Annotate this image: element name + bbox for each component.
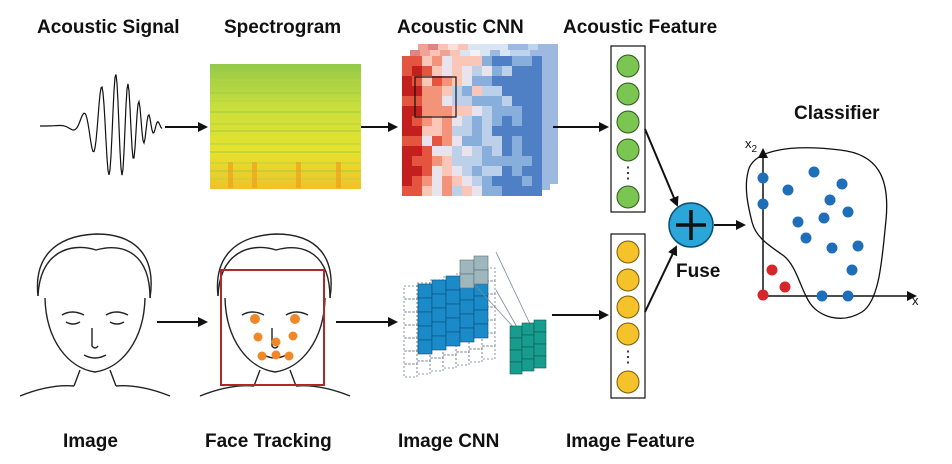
image-node [616,295,640,319]
image-ellipsis: ⋮ [620,349,636,366]
acoustic-node [616,110,640,134]
face-tracking-box [220,269,325,386]
flow-arrows [157,122,746,327]
y-axis-label: x2 [745,136,758,155]
spectrogram-image [210,64,361,189]
class-a-point [782,184,794,196]
class-a-point [842,206,854,218]
spectrogram-label: Spectrogram [224,17,342,38]
acoustic-feature-vector: ⋮ [610,45,646,213]
image-node [616,268,640,292]
fuse-node [668,202,714,248]
decision-boundary [745,147,888,319]
acoustic-node [616,185,640,209]
class-a-point [826,242,838,254]
image-cnn-label: Image CNN [398,431,500,452]
class-a-point [818,212,830,224]
classifier-plot: x2 x [745,136,919,319]
face-portrait [19,233,171,397]
fuse-label: Fuse [676,261,721,282]
class-a-point [836,178,848,190]
tracked-face [199,233,351,397]
acoustic-waveform [40,74,163,176]
acoustic-node [616,82,640,106]
image-cnn-diagram [403,251,547,378]
image-feature-label: Image Feature [566,431,695,452]
acoustic-feature-label: Acoustic Feature [563,17,718,38]
class-a-point [824,194,836,206]
image-feature-vector: ⋮ [610,233,646,399]
class-a-point [852,240,864,252]
image-node [616,322,640,346]
acoustic-cnn-label: Acoustic CNN [397,17,524,38]
acoustic-node [616,138,640,162]
class-b-point [766,264,778,276]
class-a-point [800,232,812,244]
acoustic-node [616,54,640,78]
class-a-point [808,166,820,178]
acoustic-ellipsis: ⋮ [620,165,636,182]
x-axis-label: x [912,293,919,308]
class-b-point [779,281,791,293]
face-landmarks [250,314,300,361]
face-tracking-label: Face Tracking [205,431,332,452]
image-label: Image [63,431,118,452]
class-a-point [842,290,854,302]
acoustic-cnn-stack [402,44,558,196]
class-a-point [757,172,769,184]
class-a-point [846,264,858,276]
class-a-point [757,198,769,210]
classifier-label: Classifier [794,103,880,124]
image-node [616,370,640,394]
class-a-point [792,216,804,228]
class-a-point [816,290,828,302]
image-node [616,240,640,264]
acoustic-signal-label: Acoustic Signal [37,17,180,38]
class-b-point [757,289,769,301]
